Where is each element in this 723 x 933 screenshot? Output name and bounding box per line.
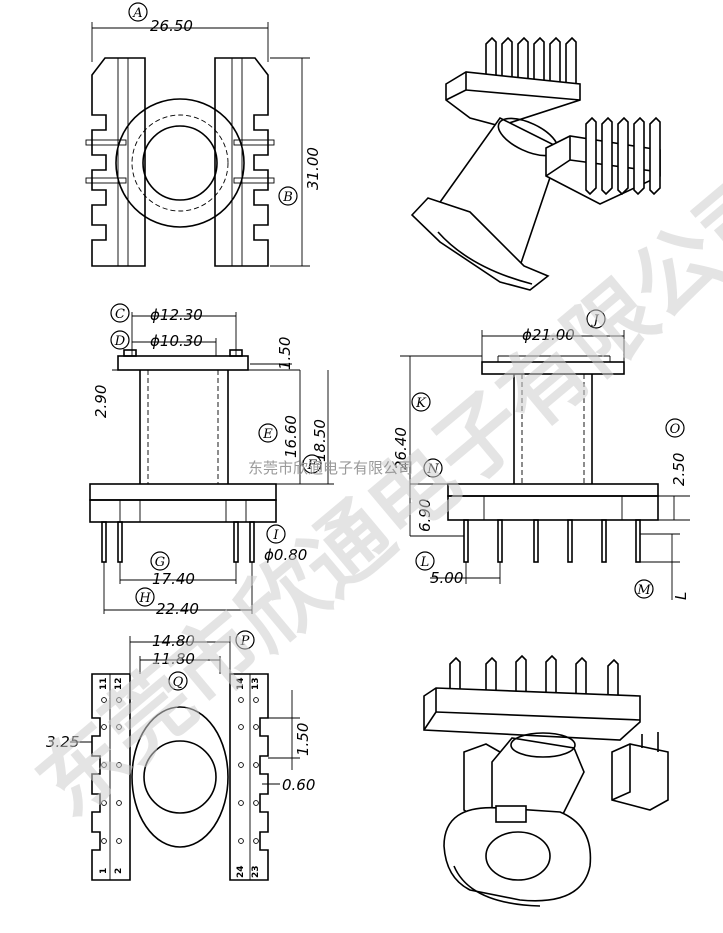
label-j: J	[586, 309, 606, 329]
svg-text:J: J	[590, 313, 599, 328]
pin-number-1: 1	[99, 868, 109, 874]
dim-q-width: 11.80	[152, 650, 195, 668]
svg-text:E: E	[262, 427, 273, 442]
dim-p-width: 14.80	[152, 632, 195, 650]
dim-flange-thk: 1.50	[276, 337, 294, 370]
dim-e-height: 16.60	[282, 415, 300, 458]
svg-text:K: K	[415, 396, 427, 411]
svg-text:A: A	[132, 6, 142, 21]
dim-h-width: 22.40	[156, 600, 199, 618]
iso-view-bottom	[423, 654, 669, 907]
pin-number-11: 11	[99, 677, 109, 690]
label-h: H	[135, 587, 155, 607]
svg-text:B: B	[282, 190, 293, 205]
label-f: F	[302, 454, 322, 474]
label-a: A	[128, 2, 148, 22]
pin-number-23: 23	[251, 865, 261, 878]
dim-offset: 2.90	[92, 385, 110, 418]
svg-text:D: D	[114, 334, 126, 349]
pin-number-2: 2	[114, 868, 124, 874]
label-l: L	[415, 551, 435, 571]
front-view: J ϕ21.00 26.40 K	[392, 309, 690, 600]
pin-number-12: 12	[114, 677, 124, 690]
dim-top-height: 31.00	[304, 147, 322, 190]
dim-inner-dia: ϕ10.30	[150, 332, 203, 350]
dim-pin-dia: ϕ0.80	[264, 546, 307, 564]
svg-text:O: O	[670, 422, 681, 437]
top-view: 26.50 A 31.00 B	[85, 2, 322, 267]
dim-g-span: 17.40	[152, 570, 195, 588]
label-c: C	[110, 303, 130, 323]
watermark-small: 东莞市欣通电子有限公司	[248, 459, 413, 477]
dim-l-pitch: 5.00	[430, 569, 463, 587]
label-m: M	[634, 579, 654, 599]
dim-flange-dia: ϕ21.00	[522, 326, 575, 344]
label-k: K	[411, 392, 431, 412]
label-q: Q	[168, 671, 188, 691]
dim-right-step: 1.50	[294, 723, 312, 756]
dim-top-width: 26.50	[150, 17, 193, 35]
svg-text:H: H	[138, 591, 151, 606]
pin-number-13: 13	[251, 677, 261, 690]
label-p: P	[235, 630, 255, 650]
pin-number-14: 14	[236, 677, 246, 690]
iso-view-top	[410, 36, 661, 291]
dim-m-label: L	[672, 592, 690, 600]
pin-holes	[101, 697, 259, 844]
label-n: N	[423, 458, 443, 478]
dim-outer-dia: ϕ12.30	[150, 306, 203, 324]
dim-o-pin: 2.50	[670, 453, 688, 486]
dim-f-height: 18.50	[311, 419, 329, 462]
bottom-view: P 14.80 11.80 Q	[46, 630, 315, 881]
dim-slot-width: 0.60	[282, 776, 315, 794]
label-b: B	[278, 186, 298, 206]
svg-text:C: C	[115, 307, 125, 322]
dim-n-base: 6.90	[416, 499, 434, 532]
label-i: I	[266, 524, 286, 544]
svg-text:N: N	[426, 462, 439, 477]
label-d: D	[110, 330, 130, 350]
dim-left-step: 3.25	[46, 733, 79, 751]
svg-text:I: I	[272, 528, 279, 543]
dim-k-height: 26.40	[392, 427, 410, 470]
svg-text:Q: Q	[173, 675, 184, 690]
svg-text:P: P	[240, 634, 250, 649]
svg-text:M: M	[636, 583, 651, 598]
label-g: G	[150, 551, 170, 571]
pin-number-24: 24	[236, 865, 246, 878]
side-view: C D ϕ12.30 ϕ10.30 1.50 2.90	[89, 303, 334, 618]
svg-text:G: G	[155, 555, 165, 570]
label-o: O	[665, 418, 685, 438]
svg-text:L: L	[420, 555, 430, 570]
label-e: E	[258, 423, 278, 443]
svg-text:F: F	[306, 458, 317, 473]
